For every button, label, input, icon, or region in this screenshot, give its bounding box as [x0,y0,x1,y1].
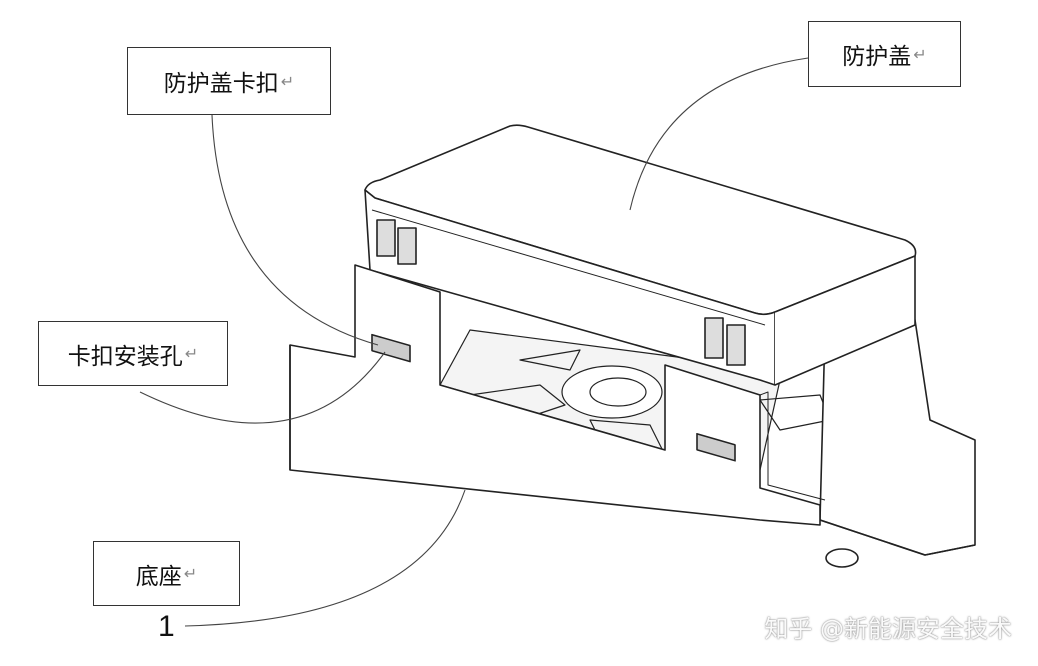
label-cover: 防护盖↵ [808,21,961,87]
label-cover-clip: 防护盖卡扣↵ [127,47,331,115]
mount-hole [825,548,859,568]
return-mark: ↵ [183,564,198,583]
return-mark: ↵ [280,71,295,91]
watermark: 知乎 @新能源安全技术 [764,615,1012,643]
label-text: 防护盖 [842,44,912,70]
cover-clip-right [704,317,746,366]
return-mark: ↵ [913,44,927,64]
label-base: 底座↵ [93,541,240,606]
cover-clip-left [376,219,417,265]
label-clip-hole: 卡扣安装孔↵ [38,321,228,386]
part-number: 1 [158,610,175,643]
label-text: 卡扣安装孔 [67,343,183,370]
label-text: 底座 [135,563,182,590]
clip-hole-right [696,433,736,462]
leader-lines [139,57,809,627]
return-mark: ↵ [184,344,199,363]
label-text: 防护盖卡扣 [163,71,279,97]
cover-front [364,189,776,386]
base-front-wall [289,264,821,526]
